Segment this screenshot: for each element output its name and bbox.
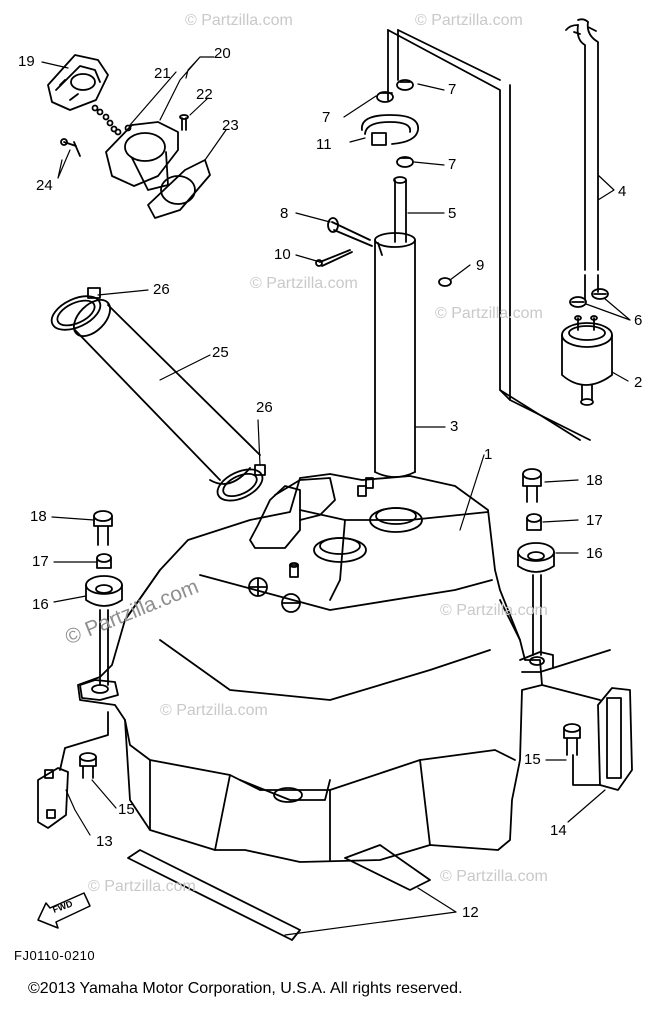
callout-1: 1 [484, 446, 493, 463]
fuel-hose-routing [387, 29, 591, 441]
suction-tube-part-3 [374, 232, 416, 478]
callout-25: 25 [212, 344, 229, 361]
callout-14: 14 [550, 822, 567, 839]
watermark: © Partzilla.com [88, 878, 196, 895]
filler-neck-part-20 [105, 121, 179, 191]
filler-hose-part-25 [73, 299, 261, 485]
fuel-filter-part-2 [561, 315, 613, 406]
callout-7: 7 [448, 81, 457, 98]
callout-6: 6 [634, 312, 643, 329]
callout-5: 5 [448, 205, 457, 222]
callout-20: 20 [214, 45, 231, 62]
clamp-part-7 [376, 79, 414, 168]
callout-4: 4 [618, 183, 627, 200]
clip-part-6 [569, 274, 609, 308]
callout-11: 11 [316, 136, 332, 153]
watermark: © Partzilla.com [185, 12, 293, 29]
leader-lines [41, 56, 631, 936]
screw-part-22 [179, 114, 189, 131]
callout-22: 22 [196, 86, 213, 103]
screw-part-24 [60, 138, 81, 157]
hose-part-4 [565, 18, 599, 271]
clip-part-10 [315, 249, 353, 267]
callout-9: 9 [476, 257, 485, 274]
diagram-code: FJ0110-0210 [14, 948, 96, 963]
pad-part-12 [127, 844, 431, 941]
right-mount-parts [517, 468, 633, 791]
washer-part-9 [438, 277, 452, 287]
watermark: © Partzilla.com [250, 275, 358, 292]
watermark: © Partzilla.com [440, 868, 548, 885]
callout-17: 17 [586, 512, 603, 529]
callout-10: 10 [274, 246, 291, 263]
forward-arrow: FWD [37, 892, 91, 929]
callout-24: 24 [36, 177, 53, 194]
watermark: © Partzilla.com [160, 702, 268, 719]
clamp-part-11 [361, 114, 419, 146]
callout-7: 7 [448, 156, 457, 173]
callout-17: 17 [32, 553, 49, 570]
callout-16: 16 [32, 596, 49, 613]
callout-26: 26 [256, 399, 273, 416]
pipe-part-5 [393, 176, 407, 243]
callout-8: 8 [280, 205, 289, 222]
callout-21: 21 [154, 65, 171, 82]
callout-2: 2 [634, 374, 643, 391]
callout-15: 15 [524, 751, 541, 768]
callout-12: 12 [462, 904, 479, 921]
forward-label: FWD [51, 898, 74, 915]
pin-part-8 [327, 217, 373, 247]
callout-16: 16 [586, 545, 603, 562]
watermark: © Partzilla.com [435, 305, 543, 322]
copyright-notice: ©2013 Yamaha Motor Corporation, U.S.A. A… [28, 980, 463, 997]
fuel-tank-part-1 [77, 473, 554, 863]
callout-15: 15 [118, 801, 135, 818]
callout-13: 13 [96, 833, 113, 850]
callout-19: 19 [18, 53, 35, 70]
tether-chain-part-21 [91, 104, 132, 136]
callout-18: 18 [30, 508, 47, 525]
left-mount-parts [37, 510, 123, 829]
callout-23: 23 [222, 117, 239, 134]
callout-18: 18 [586, 472, 603, 489]
gasket-part-23 [147, 159, 211, 219]
callout-7: 7 [322, 109, 331, 126]
fuel-cap-part-19 [47, 54, 109, 111]
callout-26: 26 [153, 281, 170, 298]
hose-clamp-part-26 [50, 287, 266, 502]
watermark: © Partzilla.com [415, 12, 523, 29]
watermark: © Partzilla.com [440, 602, 548, 619]
callout-3: 3 [450, 418, 459, 435]
